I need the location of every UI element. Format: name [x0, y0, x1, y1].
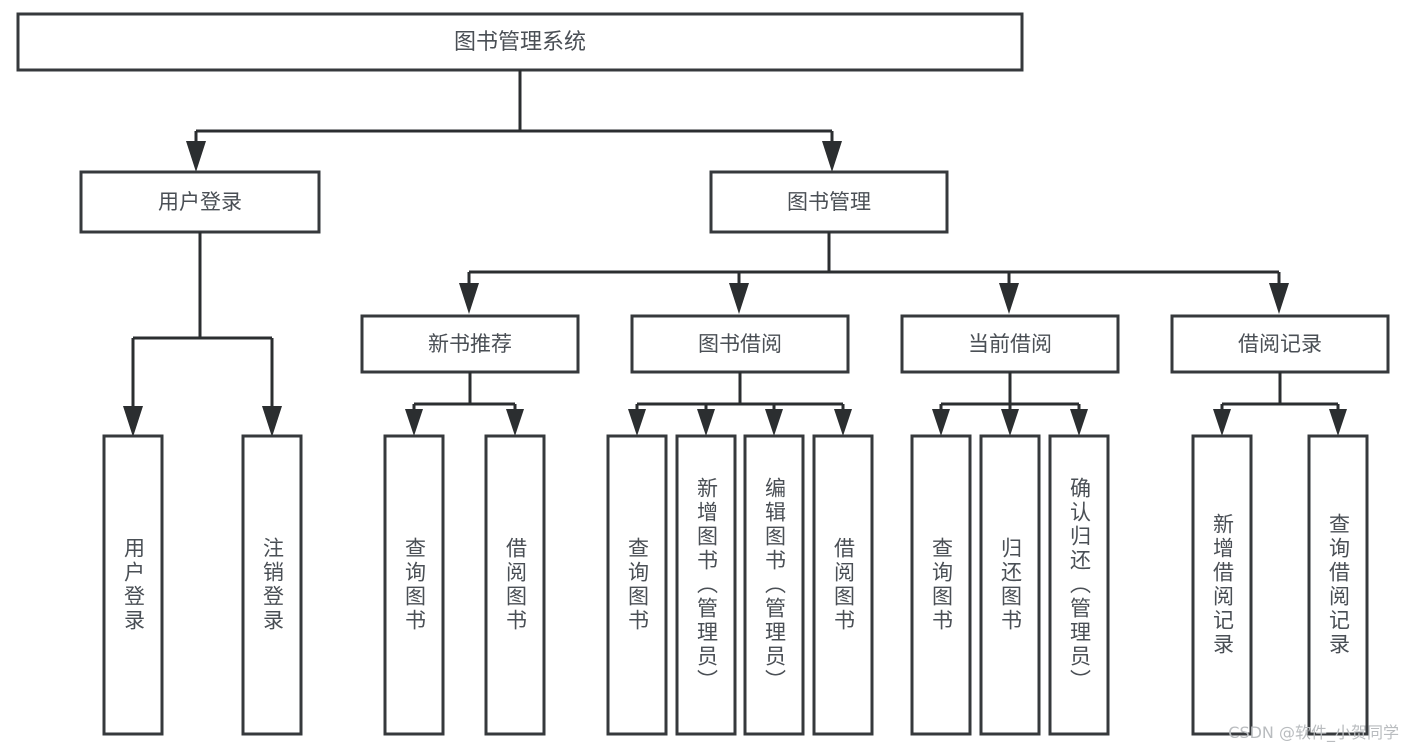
- leaf-box-query-book-1[interactable]: [383, 434, 445, 736]
- root-label: 图书管理系统: [454, 30, 586, 55]
- borrow-record-label: 借阅记录: [1238, 332, 1322, 356]
- arrowhead-icon: [697, 409, 715, 436]
- arrowhead-icon: [628, 409, 646, 436]
- arrowhead-icon: [999, 283, 1019, 314]
- user-login-box: [79, 170, 321, 234]
- user-login-label: 用户登录: [158, 190, 242, 214]
- arrowhead-icon: [506, 409, 524, 436]
- arrowhead-icon: [822, 141, 842, 172]
- node-book-borrow[interactable]: 图书借阅: [630, 314, 850, 374]
- node-new-book-recommend[interactable]: 新书推荐: [360, 314, 580, 374]
- current-borrow-box: [900, 314, 1120, 374]
- csdn-watermark: CSDN @软件_小贺同学: [1228, 723, 1399, 742]
- leaf-box-confirm-return-admin[interactable]: [1048, 434, 1110, 736]
- leaf-box-query-book-3[interactable]: [910, 434, 972, 736]
- node-current-borrow[interactable]: 当前借阅: [900, 314, 1120, 374]
- new-book-recommend-label: 新书推荐: [428, 332, 512, 356]
- leaf-box-user-login[interactable]: [102, 434, 164, 736]
- arrowhead-icon: [405, 409, 423, 436]
- connector-book-borrow-to-leaves: [628, 372, 852, 436]
- root-box: [16, 12, 1024, 72]
- leaf-box-add-borrow-record[interactable]: [1191, 434, 1253, 736]
- arrowhead-icon: [186, 141, 206, 172]
- leaf-box-query-book-2[interactable]: [606, 434, 668, 736]
- leaf-box-logout[interactable]: [241, 434, 303, 736]
- arrowhead-icon: [262, 406, 282, 437]
- arrowhead-icon: [459, 283, 479, 314]
- leaf-box-add-book-admin[interactable]: [675, 434, 737, 736]
- node-book-management[interactable]: 图书管理: [709, 170, 949, 234]
- node-root[interactable]: 图书管理系统: [16, 12, 1024, 72]
- arrowhead-icon: [729, 283, 749, 314]
- connector-book-management-to-level3: [459, 232, 1289, 314]
- arrowhead-icon: [123, 406, 143, 437]
- arrowhead-icon: [932, 409, 950, 436]
- leaf-box-return-book[interactable]: [979, 434, 1041, 736]
- current-borrow-label: 当前借阅: [968, 332, 1052, 356]
- leaf-box-borrow-book-2[interactable]: [812, 434, 874, 736]
- connector-borrow-record-to-leaves: [1213, 372, 1347, 436]
- leaf-box-borrow-book-1[interactable]: [484, 434, 546, 736]
- book-borrow-label: 图书借阅: [698, 332, 782, 356]
- connector-current-borrow-to-leaves: [932, 372, 1088, 436]
- arrowhead-icon: [1269, 283, 1289, 314]
- connector-user-login-to-leaves: [123, 232, 282, 437]
- new-book-recommend-box: [360, 314, 580, 374]
- node-user-login[interactable]: 用户登录: [79, 170, 321, 234]
- node-borrow-record[interactable]: 借阅记录: [1170, 314, 1390, 374]
- arrowhead-icon: [834, 409, 852, 436]
- book-management-label: 图书管理: [787, 190, 871, 214]
- arrowhead-icon: [1001, 409, 1019, 436]
- arrowhead-icon: [1213, 409, 1231, 436]
- leaf-box-edit-book-admin[interactable]: [743, 434, 805, 736]
- arrowhead-icon: [1329, 409, 1347, 436]
- connector-new-book-recommend-to-leaves: [405, 372, 524, 436]
- connector-root-to-level2: [186, 70, 842, 172]
- arrowhead-icon: [765, 409, 783, 436]
- arrowhead-icon: [1070, 409, 1088, 436]
- leaf-box-query-borrow-record[interactable]: [1307, 434, 1369, 736]
